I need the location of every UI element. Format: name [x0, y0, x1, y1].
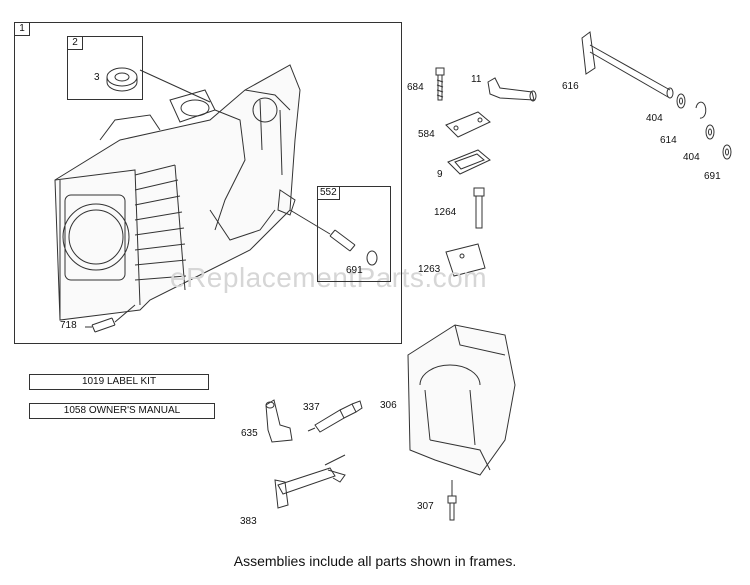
frame-main-assembly: [14, 22, 402, 344]
callout-404-upper: 404: [646, 113, 663, 124]
callout-616: 616: [562, 81, 579, 92]
callout-3: 3: [94, 72, 100, 83]
callout-1264: 1264: [434, 207, 457, 218]
frame-pin-tag: 552: [317, 186, 340, 200]
callout-718: 718: [60, 320, 77, 331]
callout-584: 584: [418, 129, 435, 140]
pin-drawing: [329, 229, 378, 266]
frame-pin-kit: [317, 186, 391, 282]
frame-seal-kit: [67, 36, 143, 100]
callout-11: 11: [471, 74, 482, 85]
caption: Assemblies include all parts shown in fr…: [233, 553, 517, 569]
spark-plug-drawing: [307, 400, 363, 433]
callout-691-pin: 691: [346, 265, 363, 276]
callout-691-washer: 691: [704, 171, 721, 182]
callout-635: 635: [241, 428, 258, 439]
callout-383: 383: [240, 516, 257, 527]
watermark: eReplacementParts.com: [170, 262, 488, 293]
label-kit-box: 1019 LABEL KIT: [29, 374, 209, 390]
callout-9: 9: [437, 169, 443, 180]
callout-1263: 1263: [418, 264, 441, 275]
frame-main-tag: 1: [14, 22, 30, 36]
seal-drawing: [106, 67, 138, 92]
screw-684-drawing: [435, 67, 445, 101]
callout-684: 684: [407, 82, 424, 93]
owners-manual-box: 1058 OWNER'S MANUAL: [29, 403, 215, 419]
callout-337: 337: [303, 402, 320, 413]
callout-614: 614: [660, 135, 677, 146]
engine-block-drawing: [54, 64, 301, 321]
callout-404-lower: 404: [683, 152, 700, 163]
callout-306: 306: [380, 400, 397, 411]
frame-seal-tag: 2: [67, 36, 83, 50]
shield-306-drawing: [407, 324, 516, 476]
callout-307: 307: [417, 501, 434, 512]
